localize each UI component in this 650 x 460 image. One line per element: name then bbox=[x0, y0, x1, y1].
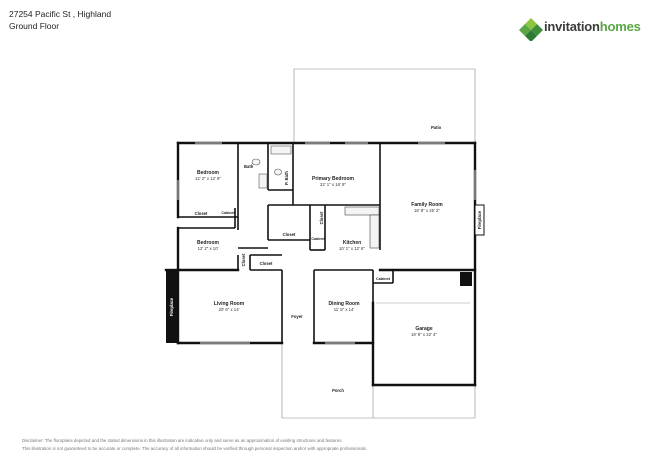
living-fireplace-label: Fireplace bbox=[169, 297, 174, 316]
address-title: 27254 Pacific St , Highland bbox=[9, 9, 112, 19]
fireplace-family bbox=[474, 204, 485, 236]
bedroom-1-closet-label: Closet bbox=[195, 211, 208, 216]
windows bbox=[177, 142, 476, 344]
garage-dim: 19' 9" x 22' 4" bbox=[411, 332, 437, 337]
bedroom-1-cabinet-label: Cabinet bbox=[221, 211, 235, 215]
p-bath-label: P. Bath bbox=[284, 171, 289, 185]
logo-mark-icon bbox=[519, 18, 543, 42]
primary-bedroom-dim: 22' 1" x 16' 9" bbox=[320, 182, 346, 187]
garage-cabinet-label: Cabinet bbox=[376, 277, 391, 281]
patio-outline bbox=[293, 68, 476, 143]
dining-room-dim: 11' 5" x 14' bbox=[334, 307, 355, 312]
logo-word-2: homes bbox=[599, 19, 641, 34]
family-room-dim: 18' 8" x 25' 2" bbox=[414, 208, 440, 213]
logo-word-1: invitation bbox=[544, 19, 600, 34]
logo-wordmark: invitationhomes bbox=[544, 19, 641, 34]
family-fireplace-label: Fireplace bbox=[477, 210, 482, 229]
hall-closet-label: Closet bbox=[283, 232, 296, 237]
bedroom-2-label: Bedroom bbox=[197, 240, 220, 246]
dining-room-label: Dining Room bbox=[328, 301, 360, 307]
patio-label: Patio bbox=[431, 125, 442, 130]
kitchen-dim: 10' 1" x 12' 6" bbox=[339, 246, 365, 251]
brand-logo: invitationhomes bbox=[519, 17, 641, 42]
foyer-label: Foyer bbox=[291, 314, 303, 319]
fireplace-living bbox=[166, 270, 178, 343]
porch-label: Porch bbox=[332, 388, 344, 393]
living-room-dim: 20' 6" x 14' bbox=[219, 307, 240, 312]
kitchen-counters bbox=[344, 206, 380, 249]
kitchen-closet-label: Closet bbox=[319, 211, 324, 224]
bedroom-2-dim: 12' 2" x 10' bbox=[198, 246, 219, 251]
disclaimer-line-1: Disclaimer: The floorplans depicted and … bbox=[22, 438, 343, 443]
bedroom-1-label: Bedroom bbox=[197, 170, 220, 176]
primary-bedroom-label: Primary Bedroom bbox=[312, 176, 355, 182]
bedroom-1-dim: 12' 2" x 12' 8" bbox=[195, 176, 221, 181]
porch-outline bbox=[281, 343, 476, 419]
chimney-block bbox=[460, 272, 472, 286]
bath-fixtures bbox=[251, 145, 292, 189]
bedroom-2-closet-label: Closet bbox=[260, 261, 273, 266]
bedroom-2-closet-vertical-label: Closet bbox=[241, 253, 246, 266]
living-room-label: Living Room bbox=[214, 301, 245, 307]
disclaimer-line-2: This illustration is not guaranteed to b… bbox=[22, 446, 368, 451]
kitchen-label: Kitchen bbox=[343, 240, 361, 246]
family-room-label: Family Room bbox=[411, 202, 443, 208]
disclaimer: Disclaimer: The floorplans depicted and … bbox=[22, 437, 582, 453]
kitchen-cabinet-label: Cabinet bbox=[311, 237, 325, 241]
interior-walls bbox=[178, 143, 394, 343]
floor-label: Ground Floor bbox=[9, 21, 60, 31]
garage-label: Garage bbox=[415, 326, 432, 332]
bath-label: Bath bbox=[244, 164, 254, 169]
